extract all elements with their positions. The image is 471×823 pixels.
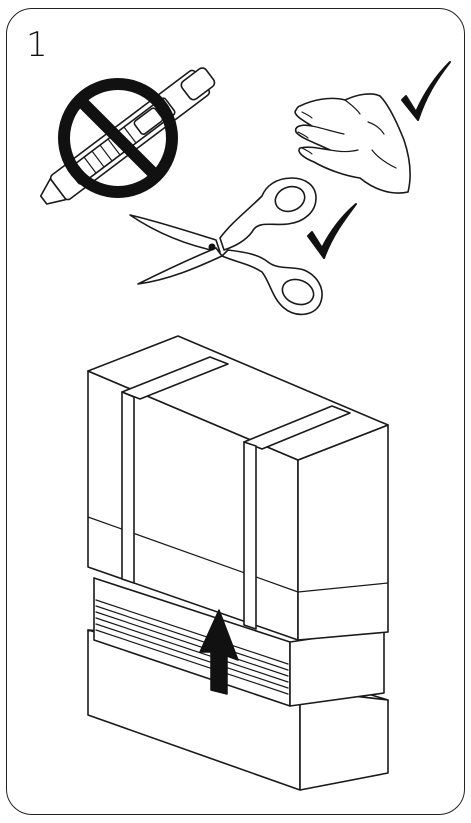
step-number: 1: [26, 25, 48, 65]
arrow-up-icon: [199, 609, 239, 695]
checkmark-icon: [307, 203, 357, 259]
scissors-icon: [129, 177, 323, 316]
package-box: [87, 335, 389, 791]
instruction-panel: [6, 8, 465, 815]
checkmark-icon: [401, 61, 451, 121]
utility-knife-prohibited-icon: [39, 67, 216, 205]
hand-icon: [294, 93, 411, 194]
